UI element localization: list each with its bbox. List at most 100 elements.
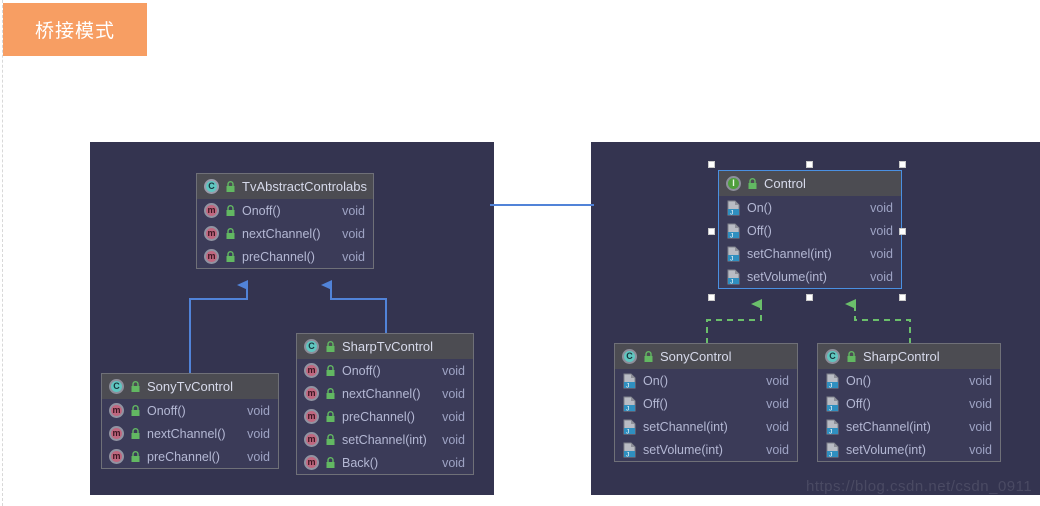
member-type: void <box>766 396 789 411</box>
uml-member-row[interactable]: J setChannel(int) void <box>615 415 797 438</box>
selection-handle-middle-right[interactable] <box>899 228 906 235</box>
uml-interface-control[interactable]: I Control J On() void J Off() void J set… <box>718 170 902 289</box>
uml-member-row[interactable]: m setChannel(int) void <box>297 428 473 451</box>
member-type: void <box>442 409 465 424</box>
svg-text:J: J <box>730 232 733 239</box>
java-file-icon: J <box>726 269 741 285</box>
member-type: void <box>969 419 992 434</box>
uml-member-row[interactable]: J setVolume(int) void <box>719 265 901 288</box>
uml-class-header[interactable]: C SharpControl <box>818 344 1000 369</box>
selection-handle-top-center[interactable] <box>806 161 813 168</box>
uml-class-name: SharpControl <box>863 349 940 364</box>
member-name: On() <box>846 373 871 388</box>
uml-class-name: SonyTvControl <box>147 379 233 394</box>
member-name: preChannel() <box>242 249 315 264</box>
java-file-icon: J <box>622 373 637 389</box>
svg-text:J: J <box>626 382 629 389</box>
member-type: void <box>342 249 365 264</box>
uml-member-row[interactable]: J On() void <box>615 369 797 392</box>
uml-class-header[interactable]: C SonyControl <box>615 344 797 369</box>
uml-class-sony-control[interactable]: C SonyControl J On() void J Off() void J… <box>614 343 798 462</box>
uml-member-row[interactable]: J setVolume(int) void <box>615 438 797 461</box>
uml-member-row[interactable]: J On() void <box>818 369 1000 392</box>
member-name: preChannel() <box>342 409 415 424</box>
uml-member-row[interactable]: m nextChannel() void <box>297 382 473 405</box>
member-name: setVolume(int) <box>747 269 827 284</box>
uml-class-header[interactable]: I Control <box>719 171 901 196</box>
uml-member-row[interactable]: J setVolume(int) void <box>818 438 1000 461</box>
uml-class-sharp-tv-control[interactable]: C SharpTvControl m Onoff() void m nextCh… <box>296 333 474 475</box>
uml-class-sharp-control[interactable]: C SharpControl J On() void J Off() void … <box>817 343 1001 462</box>
uml-member-row[interactable]: m Onoff() void <box>297 359 473 382</box>
uml-member-row[interactable]: m nextChannel() void <box>197 222 373 245</box>
class-icon: C <box>109 379 124 394</box>
uml-member-row[interactable]: m preChannel() void <box>197 245 373 268</box>
member-type: void <box>442 386 465 401</box>
selection-handle-top-left[interactable] <box>708 161 715 168</box>
lock-icon <box>130 404 141 417</box>
member-type: void <box>766 419 789 434</box>
uml-member-row[interactable]: J Off() void <box>818 392 1000 415</box>
member-name: nextChannel() <box>342 386 421 401</box>
member-name: setVolume(int) <box>846 442 926 457</box>
member-type: void <box>247 403 270 418</box>
method-icon: m <box>304 432 319 447</box>
method-icon: m <box>109 426 124 441</box>
member-type: void <box>870 223 893 238</box>
member-name: setChannel(int) <box>846 419 931 434</box>
uml-member-row[interactable]: m Onoff() void <box>102 399 278 422</box>
uml-class-tv-abstract-controlabs[interactable]: C TvAbstractControlabs m Onoff() void m … <box>196 173 374 269</box>
uml-class-name: SharpTvControl <box>342 339 434 354</box>
uml-class-header[interactable]: C TvAbstractControlabs <box>197 174 373 199</box>
uml-member-row[interactable]: J Off() void <box>719 219 901 242</box>
uml-member-row[interactable]: m Onoff() void <box>197 199 373 222</box>
uml-member-row[interactable]: m preChannel() void <box>297 405 473 428</box>
uml-class-header[interactable]: C SharpTvControl <box>297 334 473 359</box>
abstract-class-icon: C <box>204 179 219 194</box>
watermark-text: https://blog.csdn.net/csdn_0911 <box>806 478 1033 495</box>
member-type: void <box>969 442 992 457</box>
uml-member-row[interactable]: m Back() void <box>297 451 473 474</box>
svg-text:J: J <box>829 428 832 435</box>
java-file-icon: J <box>825 373 840 389</box>
lock-icon <box>747 177 758 190</box>
member-name: setChannel(int) <box>747 246 832 261</box>
lock-icon <box>325 340 336 353</box>
member-name: On() <box>643 373 668 388</box>
uml-class-sony-tv-control[interactable]: C SonyTvControl m Onoff() void m nextCha… <box>101 373 279 469</box>
member-type: void <box>766 442 789 457</box>
selection-handle-bottom-center[interactable] <box>806 294 813 301</box>
title-badge: 桥接模式 <box>3 3 147 56</box>
lock-icon <box>846 350 857 363</box>
svg-text:J: J <box>730 255 733 262</box>
uml-member-row[interactable]: m nextChannel() void <box>102 422 278 445</box>
svg-text:J: J <box>829 405 832 412</box>
member-type: void <box>870 246 893 261</box>
member-name: On() <box>747 200 772 215</box>
uml-member-row[interactable]: J On() void <box>719 196 901 219</box>
member-name: setChannel(int) <box>643 419 728 434</box>
selection-handle-bottom-left[interactable] <box>708 294 715 301</box>
method-icon: m <box>304 455 319 470</box>
lock-icon <box>325 456 336 469</box>
svg-text:J: J <box>730 209 733 216</box>
member-type: void <box>442 455 465 470</box>
uml-member-row[interactable]: J setChannel(int) void <box>818 415 1000 438</box>
svg-text:J: J <box>829 382 832 389</box>
selection-handle-bottom-right[interactable] <box>899 294 906 301</box>
lock-icon <box>325 387 336 400</box>
uml-class-header[interactable]: C SonyTvControl <box>102 374 278 399</box>
uml-member-row[interactable]: m preChannel() void <box>102 445 278 468</box>
uml-member-row[interactable]: J Off() void <box>615 392 797 415</box>
java-file-icon: J <box>622 396 637 412</box>
uml-member-row[interactable]: J setChannel(int) void <box>719 242 901 265</box>
selection-handle-top-right[interactable] <box>899 161 906 168</box>
lock-icon <box>325 433 336 446</box>
member-name: setVolume(int) <box>643 442 723 457</box>
lock-icon <box>130 380 141 393</box>
class-icon: C <box>622 349 637 364</box>
selection-handle-middle-left[interactable] <box>708 228 715 235</box>
lock-icon <box>643 350 654 363</box>
page-margin-guide <box>2 0 3 506</box>
member-type: void <box>342 226 365 241</box>
